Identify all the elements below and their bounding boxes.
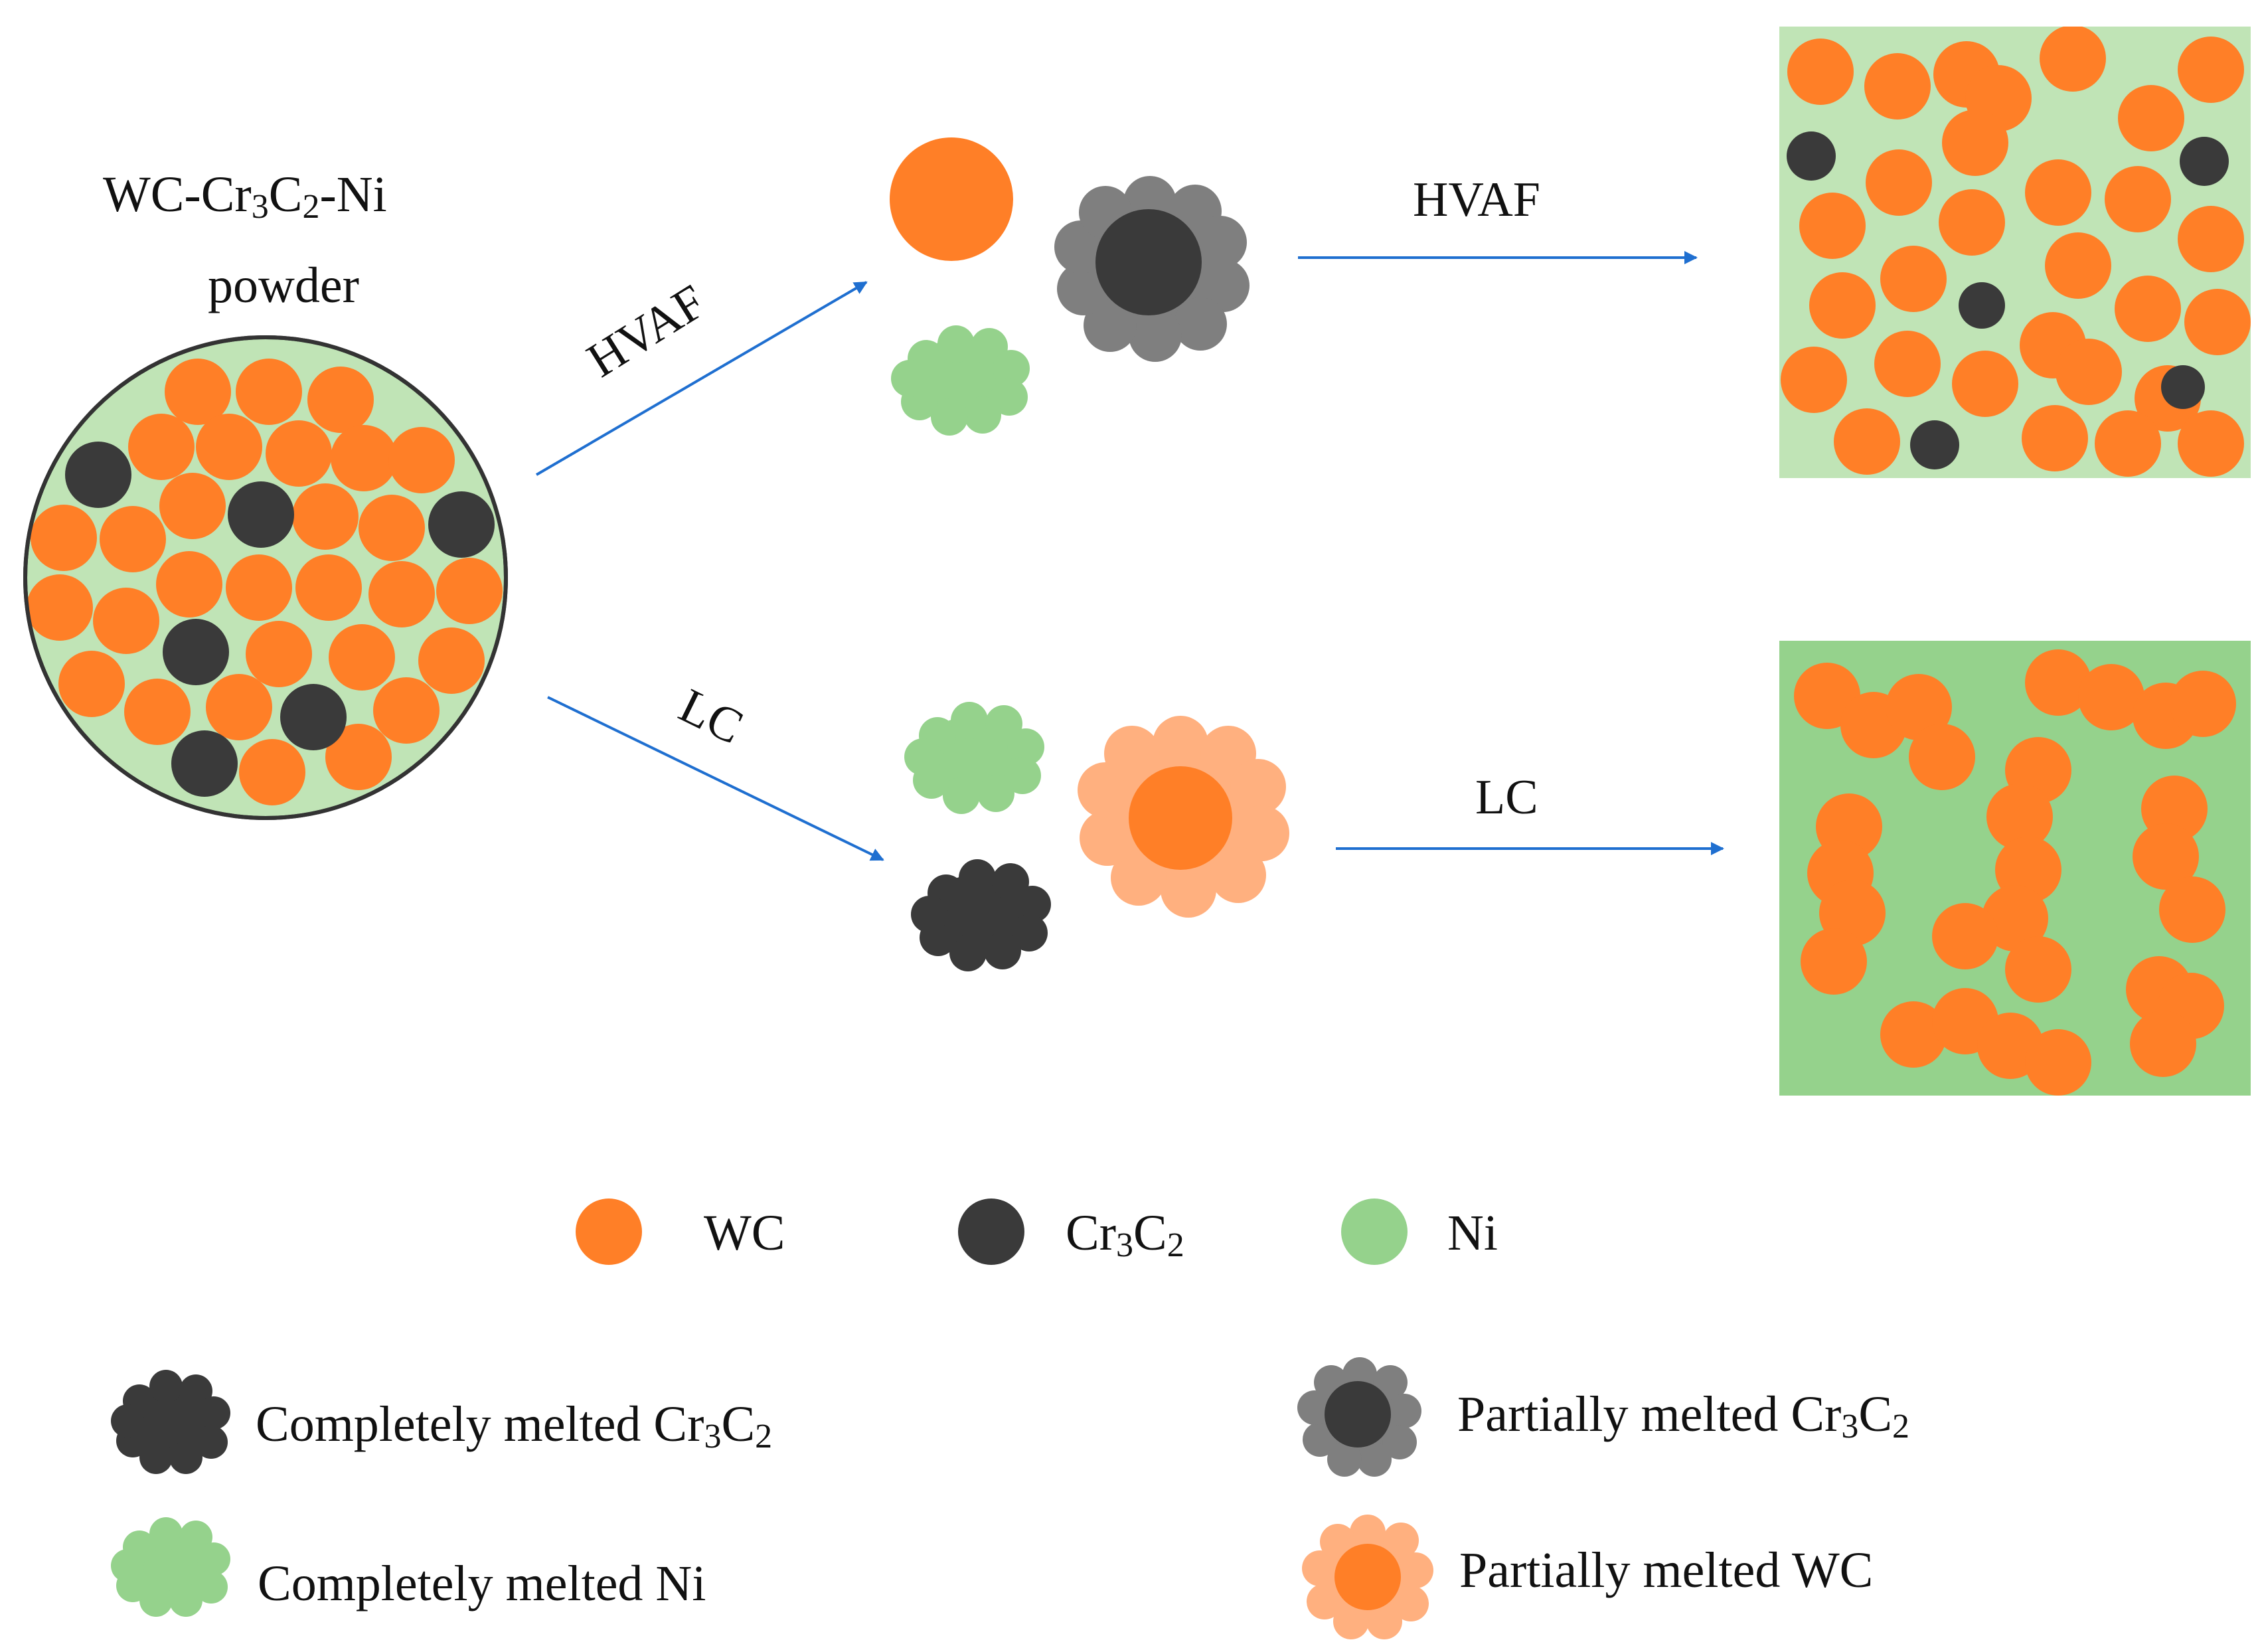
powder-subtitle: powder [208, 258, 359, 313]
legend-wc-swatch [576, 1198, 642, 1265]
legend-completely-melted-ni-swatch [111, 1517, 230, 1617]
hvaf-completely-melted-ni [891, 325, 1030, 436]
lc-completely-melted-cr3c2 [911, 859, 1051, 971]
label-lc-right: LC [1475, 770, 1538, 825]
hvaf-coating-cr3c2 [1787, 131, 2229, 469]
legend-ni-swatch [1341, 1198, 1408, 1265]
legend-completely-melted-cr3c2-label: Completely melted Cr3C2 [256, 1396, 772, 1455]
hvaf-coating-wc [1781, 27, 2251, 477]
powder-wc-particles [27, 359, 503, 805]
legend-partially-melted-cr3c2-label: Partially melted Cr3C2 [1457, 1386, 1909, 1446]
hvaf-coating [1779, 27, 2251, 478]
legend-cr3c2-swatch [958, 1198, 1024, 1265]
lc-partially-melted-wc [1078, 716, 1289, 918]
legend-partially-melted-wc-label: Partially melted WC [1459, 1542, 1873, 1598]
legend-partially-melted-cr3c2-swatch [1297, 1357, 1421, 1477]
legend: WC Cr3C2 Ni Completely melted Cr3C2 [111, 1198, 1909, 1639]
lc-coating-wc-cluster-7 [1880, 988, 2091, 1096]
label-hvaf-right: HVAF [1413, 173, 1540, 227]
lc-coating-wc-cluster-1 [1794, 663, 1975, 790]
label-hvaf-diagonal: HVAF [578, 274, 715, 388]
arrow-lc-diagonal [547, 696, 884, 861]
arrow-hvaf-diagonal [535, 281, 868, 476]
legend-completely-melted-ni-label: Completely melted Ni [258, 1556, 706, 1611]
legend-ni-label: Ni [1447, 1205, 1498, 1261]
legend-wc-label: WC [704, 1205, 785, 1261]
lc-coating [1779, 641, 2251, 1096]
legend-cr3c2-label: Cr3C2 [1066, 1205, 1184, 1264]
label-lc-diagonal: LC [671, 679, 752, 755]
lc-completely-melted-ni [904, 702, 1044, 814]
hvaf-partially-melted-cr3c2 [1054, 176, 1250, 362]
lc-coating-wc-cluster-3 [1801, 793, 1886, 995]
powder-particle [23, 335, 508, 820]
lc-coating-wc-cluster-5 [2133, 776, 2225, 943]
legend-partially-melted-wc-swatch [1302, 1515, 1433, 1639]
hvaf-wc-particle [890, 137, 1013, 261]
lc-coating-wc-cluster-6 [2126, 956, 2224, 1077]
powder-title: WC-Cr3C2-Ni [103, 167, 387, 226]
powder-cr3c2-particles [65, 442, 495, 797]
legend-completely-melted-cr3c2-swatch [111, 1370, 230, 1474]
lc-coating-wc-cluster-4 [1932, 737, 2071, 1003]
lc-coating-wc-cluster-2 [2025, 649, 2236, 749]
